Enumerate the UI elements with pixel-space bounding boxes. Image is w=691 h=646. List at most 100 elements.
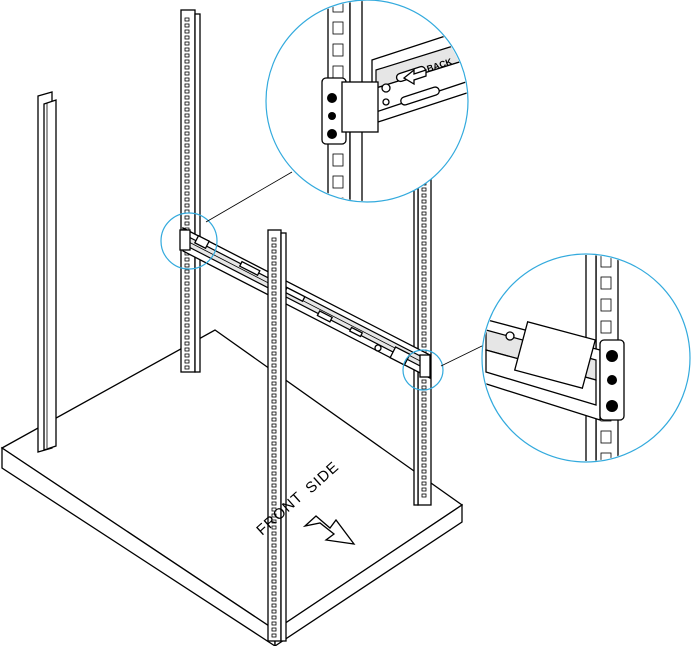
rack-hole [271, 507, 277, 512]
rack-hole [421, 289, 427, 294]
rack-hole [421, 301, 427, 306]
rack-hole [271, 633, 277, 638]
rack-hole [184, 125, 190, 130]
rack-hole [421, 211, 427, 216]
rack-hole [271, 525, 277, 530]
rack-hole [184, 95, 190, 100]
rack-hole [271, 573, 277, 578]
rack-hole [271, 483, 277, 488]
rack-hole [184, 41, 190, 46]
rack-hole [271, 615, 277, 620]
rack-hole [184, 263, 190, 268]
rack-hole [271, 441, 277, 446]
rack-hole [184, 185, 190, 190]
rack-hole [271, 381, 277, 386]
rack-hole [271, 411, 277, 416]
rack-hole [184, 89, 190, 94]
rack-hole [332, 153, 344, 167]
rack-hole [421, 307, 427, 312]
rack-hole [271, 489, 277, 494]
rack-hole [184, 107, 190, 112]
rack-hole [271, 309, 277, 314]
rack-hole [421, 187, 427, 192]
rack-hole [421, 403, 427, 408]
rack-hole [184, 149, 190, 154]
rack-hole [421, 325, 427, 330]
rack-hole [271, 567, 277, 572]
rack-hole [271, 243, 277, 248]
rack-hole [271, 609, 277, 614]
rack-hole [184, 59, 190, 64]
rack-hole [332, 197, 344, 201]
rack-hole [271, 327, 277, 332]
rack-hole [421, 193, 427, 198]
rack-hole [271, 471, 277, 476]
rack-hole [271, 579, 277, 584]
rack-hole [271, 603, 277, 608]
slide-rail [179, 226, 431, 380]
rack-hole [184, 35, 190, 40]
rack-hole [332, 21, 344, 35]
rack-hole [184, 311, 190, 316]
rack-hole [421, 331, 427, 336]
rack-hole [271, 345, 277, 350]
rack-hole [421, 247, 427, 252]
rack-hole [271, 297, 277, 302]
rack-hole [421, 265, 427, 270]
rack-hole [184, 17, 190, 22]
rack-hole [271, 315, 277, 320]
rack-hole [184, 335, 190, 340]
rack-hole [421, 487, 427, 492]
rack-hole [271, 321, 277, 326]
rack-hole [184, 131, 190, 136]
rack-hole [184, 155, 190, 160]
rack-hole [271, 555, 277, 560]
rack-hole [184, 215, 190, 220]
rack-hole [184, 203, 190, 208]
rack-hole [184, 71, 190, 76]
rack-hole [421, 481, 427, 486]
rack-hole [184, 101, 190, 106]
rack-hole [421, 319, 427, 324]
rack-hole [271, 447, 277, 452]
rack-hole [421, 475, 427, 480]
rack-hole [184, 347, 190, 352]
post-right-back [180, 9, 201, 373]
rack-hole [271, 285, 277, 290]
rack-hole [271, 369, 277, 374]
rack-hole [271, 495, 277, 500]
rack-hole [271, 405, 277, 410]
rack-hole [271, 255, 277, 260]
rack-hole [271, 417, 277, 422]
rack-hole [184, 341, 190, 346]
rack-hole [184, 221, 190, 226]
rack-hole [271, 477, 277, 482]
rack-hole [271, 249, 277, 254]
rack-hole [421, 295, 427, 300]
post-front-center [267, 229, 287, 642]
post-far-right [413, 144, 432, 506]
rack-hole [184, 293, 190, 298]
rack-hole [271, 627, 277, 632]
rack-hole [421, 421, 427, 426]
rack-hole [184, 299, 190, 304]
rack-hole [184, 257, 190, 262]
rack-hole [421, 199, 427, 204]
rack-hole [421, 385, 427, 390]
rack-hole [271, 351, 277, 356]
rack-hole [184, 329, 190, 334]
rack-hole [184, 143, 190, 148]
rack-hole [600, 276, 612, 290]
rack-hole [184, 275, 190, 280]
rack-hole [184, 119, 190, 124]
rack-hole [271, 357, 277, 362]
rack-hole [271, 501, 277, 506]
rack-hole [271, 279, 277, 284]
arrow-left-icon [402, 68, 427, 86]
rack-hole [184, 77, 190, 82]
rack-hole [421, 313, 427, 318]
rack-hole [184, 197, 190, 202]
rack-hole [184, 179, 190, 184]
